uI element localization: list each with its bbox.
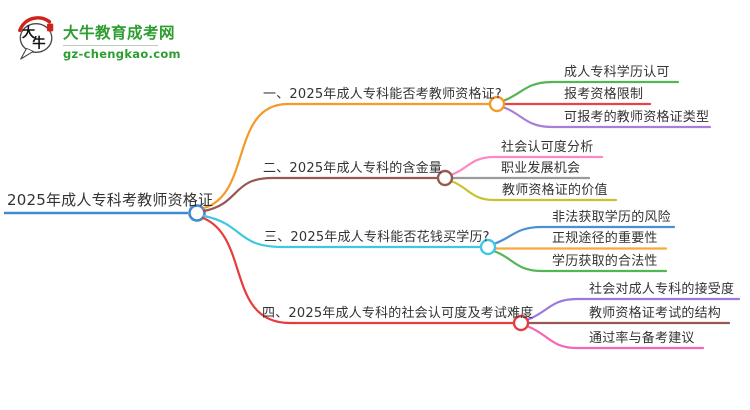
branch-2-node-circle bbox=[436, 169, 454, 187]
daniu-logo-icon: 大 牛 bbox=[18, 16, 54, 60]
branch-4-label: 四、2025年成人专科的社会认可度及考试难度 bbox=[262, 306, 534, 321]
root-node-circle bbox=[188, 204, 206, 222]
branch-4-child-1-label: 社会对成人专科的接受度 bbox=[589, 282, 735, 297]
logo-text-block: 大牛教育成考网 gz-chengkao.com bbox=[63, 14, 181, 61]
root-node-lines bbox=[4, 204, 206, 222]
branch-1-node-circle bbox=[488, 95, 506, 113]
branch-2-child-1-label: 社会认可度分析 bbox=[501, 140, 594, 155]
branch-4-child-2-label: 教师资格证考试的结构 bbox=[589, 306, 722, 321]
branch-1-child-2-label: 报考资格限制 bbox=[564, 87, 644, 102]
branch-3-child-3-label: 学历获取的合法性 bbox=[552, 254, 658, 269]
branch-1-child-1-label: 成人专科学历认可 bbox=[564, 65, 670, 80]
branch-3-child-2-label: 正规途径的重要性 bbox=[552, 231, 658, 246]
branch-1-lines bbox=[202, 80, 712, 210]
root-topic-label: 2025年成人专科考教师资格证 bbox=[7, 191, 214, 209]
branch-3-child-1-label: 非法获取学历的风险 bbox=[552, 210, 671, 225]
logo-char-top: 大 bbox=[22, 24, 36, 41]
site-name: 大牛教育成考网 bbox=[63, 24, 176, 42]
branch-3-label: 三、2025年成人专科能否花钱买学历? bbox=[264, 230, 490, 245]
branch-3-lines bbox=[202, 214, 676, 273]
branch-2-label: 二、2025年成人专科的含金量 bbox=[263, 161, 443, 176]
site-url: gz-chengkao.com bbox=[63, 47, 181, 61]
logo-seal bbox=[47, 23, 54, 32]
branch-4-node-circle bbox=[512, 314, 530, 332]
branch-3-node-circle bbox=[479, 238, 497, 256]
branch-1-label: 一、2025年成人专科能否考教师资格证? bbox=[263, 87, 502, 102]
site-logo[interactable]: 大 牛 大牛教育成考网 gz-chengkao.com bbox=[16, 14, 181, 62]
branch-2-child-3-label: 教师资格证的价值 bbox=[502, 183, 608, 198]
branch-2-child-2-label: 职业发展机会 bbox=[501, 161, 581, 176]
logo-divider bbox=[63, 45, 158, 46]
branch-1-child-3-label: 可报考的教师资格证类型 bbox=[564, 110, 710, 125]
branch-2-lines bbox=[202, 155, 618, 213]
branch-4-lines bbox=[201, 216, 741, 350]
logo-char-bottom: 牛 bbox=[32, 35, 45, 52]
branch-4-child-3-label: 通过率与备考建议 bbox=[589, 331, 695, 346]
